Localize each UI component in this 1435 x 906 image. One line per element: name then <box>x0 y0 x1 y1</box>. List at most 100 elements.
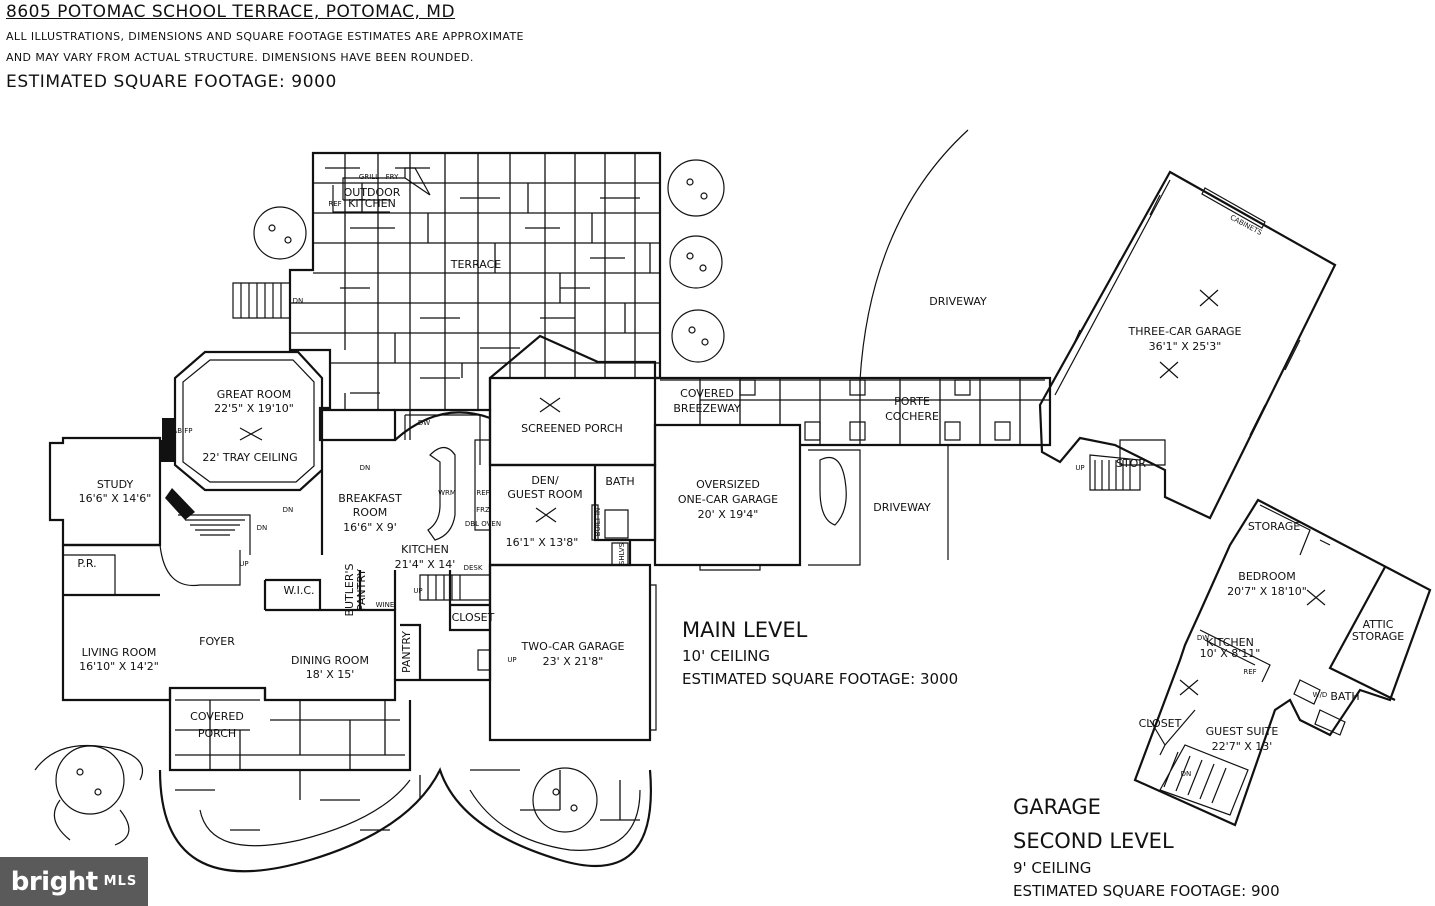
garage-level-sqft: ESTIMATED SQUARE FOOTAGE: 900 <box>1013 882 1280 900</box>
ceiling-fan-icon <box>1179 589 1326 696</box>
suite-dw-label: DW <box>1197 634 1209 642</box>
wd-label: W/D <box>1313 691 1328 699</box>
frz-label: FRZ <box>476 506 490 514</box>
one-car-garage-label: OVERSIZED <box>696 478 760 491</box>
breakfast-label: BREAKFAST <box>338 492 402 505</box>
ceiling-fan-icon <box>239 427 263 441</box>
suite-closet-label: CLOSET <box>1139 717 1182 730</box>
main-level-ceiling: 10' CEILING <box>682 647 770 665</box>
wrm-label: WRM <box>438 489 456 497</box>
storage-label: STORAGE <box>1248 520 1300 533</box>
three-car-garage-label: THREE-CAR GARAGE <box>1128 325 1242 338</box>
guest-suite-label: GUEST SUITE <box>1206 725 1279 738</box>
breakfast-label-2: ROOM <box>353 506 387 519</box>
kitchen-up-label: UP <box>413 587 422 595</box>
covered-porch-label-2: PORCH <box>198 727 236 740</box>
garage-level-ceiling: 9' CEILING <box>1013 859 1091 877</box>
two-car-garage-walls <box>477 563 657 742</box>
desk-label: DESK <box>464 564 483 572</box>
driveway-label-bottom: DRIVEWAY <box>873 501 931 514</box>
kitchen-dims: 21'4" X 14' <box>395 558 456 571</box>
logo-brand: bright <box>10 866 98 897</box>
garage-level-title-2: SECOND LEVEL <box>1013 829 1174 853</box>
address-title: 8605 POTOMAC SCHOOL TERRACE, POTOMAC, MD <box>6 2 456 22</box>
shlvs-label: SHLVS <box>618 542 626 565</box>
outdoor-ref-label: REF <box>328 200 341 208</box>
attic-storage-label: ATTIC <box>1363 618 1394 631</box>
breakfast-dims: 16'6" X 9' <box>343 521 397 534</box>
bedroom-label: BEDROOM <box>1238 570 1295 583</box>
suite-bath-label: BATH <box>1330 690 1359 703</box>
suite-ref-label: REF <box>1243 668 1256 676</box>
outdoor-kitchen-label-1: OUTDOOR <box>344 186 401 199</box>
suite-kitchen-label: KITCHEN <box>1206 636 1254 649</box>
logo-mls: MLS <box>103 874 138 889</box>
den-label-2: GUEST ROOM <box>507 488 582 501</box>
butlers-pantry-label-2: PANTRY <box>355 569 368 611</box>
study-label: STUDY <box>97 478 134 491</box>
stor-label: STOR <box>1116 457 1146 470</box>
built-in-label: BUILT-IN <box>594 508 602 536</box>
attic-storage-label-2: STORAGE <box>1352 630 1404 643</box>
driveway-label-top: DRIVEWAY <box>929 295 987 308</box>
study-dims: 16'6" X 14'6" <box>79 492 152 505</box>
two-car-garage-label: TWO-CAR GARAGE <box>521 640 625 653</box>
garage-level-title-1: GARAGE <box>1013 795 1101 819</box>
porte-cochere-label: PORTE <box>894 395 930 408</box>
garage-second-level-walls <box>1133 498 1432 827</box>
three-car-garage-dims: 36'1" X 25'3" <box>1149 340 1222 353</box>
bright-mls-logo: bright MLS <box>0 857 148 906</box>
one-car-garage-walls <box>653 376 1052 571</box>
cab-fp-label: CAB FP <box>168 427 193 435</box>
garage-up-label: UP <box>507 656 516 664</box>
one-car-garage-dims: 20' X 19'4" <box>698 508 759 521</box>
breakfast-dn-label: DN <box>360 464 371 472</box>
closet-label: CLOSET <box>452 611 495 624</box>
ceiling-fan-icon <box>539 397 561 413</box>
two-car-garage-dims: 23' X 21'8" <box>543 655 604 668</box>
terrace-label: TERRACE <box>450 258 502 271</box>
screened-porch-walls <box>488 334 657 567</box>
covered-porch-paving <box>34 688 652 873</box>
breezeway-label-2: BREEZEWAY <box>673 402 741 415</box>
great-room-dn-label: DN <box>283 506 294 514</box>
kitchen-label: KITCHEN <box>401 543 449 556</box>
dining-room-dims: 18' X 15' <box>306 668 355 681</box>
den-bath-label: BATH <box>605 475 634 488</box>
dbl-oven-label: DBL OVEN <box>465 520 501 528</box>
ceiling-fan-icon <box>1159 289 1219 379</box>
wic-label: W.I.C. <box>283 584 314 597</box>
one-car-garage-label-2: ONE-CAR GARAGE <box>678 493 778 506</box>
pantry-label: PANTRY <box>400 631 413 673</box>
guest-suite-dims: 22'7" X 13' <box>1212 740 1273 753</box>
disclaimer-line-2: AND MAY VARY FROM ACTUAL STRUCTURE. DIME… <box>6 51 474 64</box>
dw-label: DW <box>418 419 430 427</box>
main-level-title: MAIN LEVEL <box>682 618 808 642</box>
three-car-garage-walls <box>1038 170 1337 520</box>
butlers-pantry-label-1: BUTLER'S <box>343 563 356 616</box>
great-room-label: GREAT ROOM <box>217 388 291 401</box>
porte-cochere-label-2: COCHERE <box>885 410 939 423</box>
great-room-dims: 22'5" X 19'10" <box>214 402 294 415</box>
main-level-sqft: ESTIMATED SQUARE FOOTAGE: 3000 <box>682 670 958 688</box>
grill-label: GRILL <box>359 173 379 181</box>
outdoor-kitchen-label-2: KITCHEN <box>348 197 396 210</box>
total-square-footage: ESTIMATED SQUARE FOOTAGE: 9000 <box>6 72 337 92</box>
kitchen-ref-label: REF <box>476 489 489 497</box>
suite-dn-label: DN <box>1181 770 1192 778</box>
garage-stair-up-label: UP <box>1075 464 1084 472</box>
foyer-label: FOYER <box>199 635 235 648</box>
terrace-stairs <box>232 282 291 319</box>
den-dims: 16'1" X 13'8" <box>506 536 579 549</box>
terrace-paving <box>288 151 662 442</box>
disclaimer-line-1: ALL ILLUSTRATIONS, DIMENSIONS AND SQUARE… <box>6 30 524 43</box>
living-room-dims: 16'10" X 14'2" <box>79 660 159 673</box>
fry-label: FRY <box>386 173 399 181</box>
living-room-label: LIVING ROOM <box>82 646 157 659</box>
stair-up-label: UP <box>239 560 248 568</box>
driveway-lines <box>808 129 969 566</box>
bedroom-dims: 20'7" X 18'10" <box>1227 585 1307 598</box>
wine-label: WINE <box>376 601 395 609</box>
stair-dn-label: DN <box>257 524 268 532</box>
